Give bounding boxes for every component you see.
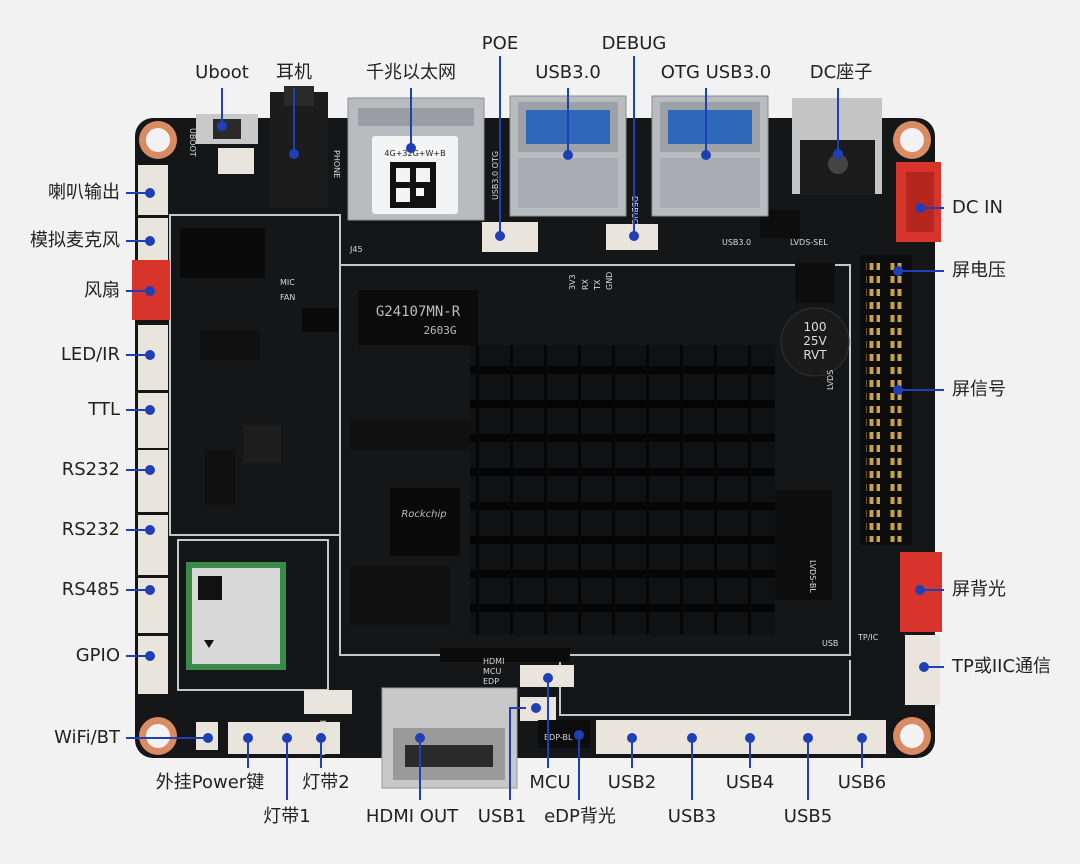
callout-headphone: 耳机 <box>276 62 312 83</box>
silk-lvds-sel: LVDS-SEL <box>790 238 828 247</box>
uboot-button <box>196 114 258 144</box>
callout-usb4: USB4 <box>725 772 775 793</box>
silk-mic: MIC <box>280 278 295 287</box>
ethernet-jack: 4G+32G+W+B <box>347 97 485 221</box>
silk-j45: J45 <box>349 245 363 254</box>
mic-small-connector <box>218 148 254 174</box>
capacitor: 100 25V RVT <box>780 307 850 377</box>
silk-edp-bl: EDP-BL <box>544 733 573 742</box>
silk-gnd: GND <box>605 272 614 290</box>
wifi-bt-module <box>186 562 286 670</box>
callout-rs232-b: RS232 <box>61 519 120 540</box>
silk-hdmi: HDMI <box>483 657 504 666</box>
callout-led-strip-1: 灯带1 <box>263 806 311 827</box>
callout-ext-power-key: 外挂Power键 <box>155 772 265 793</box>
silk-mcu: MCU <box>483 667 501 676</box>
callout-usb2: USB2 <box>607 772 657 793</box>
callout-usb5: USB5 <box>783 806 833 827</box>
silk-tp-ic: TP/IC <box>857 633 879 642</box>
callout-usb3: USB3 <box>667 806 717 827</box>
callout-led-ir: LED/IR <box>60 344 120 365</box>
callout-leaders <box>126 56 944 800</box>
callout-usb30: USB3.0 <box>535 62 601 83</box>
cap-marking-3: RVT <box>803 348 827 362</box>
cap-marking-2: 25V <box>803 334 827 348</box>
silk-rx: RX <box>581 278 590 290</box>
callout-ethernet: 千兆以太网 <box>366 62 456 83</box>
callout-usb1: USB1 <box>477 806 527 827</box>
phy-marking-1: G24107MN-R <box>376 304 461 320</box>
callout-screen-signal: 屏信号 <box>952 379 1006 400</box>
headphone-jack <box>270 86 328 208</box>
silk-edp: EDP <box>483 677 499 686</box>
callout-dc-in: DC IN <box>952 197 1003 218</box>
silk-lvds: LVDS <box>826 370 835 390</box>
silk-usb: USB <box>822 639 838 648</box>
dc-in-connector <box>896 162 941 242</box>
silk-fan: FAN <box>280 293 295 302</box>
phy-chip: G24107MN-R 2603G <box>358 290 478 345</box>
silk-3v3: 3V3 <box>568 274 577 290</box>
callout-fan: 风扇 <box>84 280 120 301</box>
callout-mcu: MCU <box>529 772 571 793</box>
mount-holes <box>139 121 931 755</box>
heatsink <box>470 345 775 635</box>
callout-hdmi-out: HDMI OUT <box>365 806 459 827</box>
silk-uboot: UBOOT <box>188 128 197 157</box>
callout-wifi-bt: WiFi/BT <box>54 727 120 748</box>
silk-usb30: USB3.0 <box>722 238 751 247</box>
cap-marking-1: 100 <box>804 320 827 334</box>
callout-debug: DEBUG <box>601 33 667 54</box>
bottom-connectors <box>196 665 886 754</box>
soc-marking: Rockchip <box>401 509 446 520</box>
hdmi-port <box>381 687 518 789</box>
screen-signal-header <box>860 255 912 545</box>
callout-dc-jack: DC座子 <box>809 62 873 83</box>
silk-phone: PHONE <box>332 150 341 178</box>
callout-rs485: RS485 <box>61 579 120 600</box>
callout-speaker: 喇叭输出 <box>48 182 120 203</box>
module-marking: 4G+32G+W+B <box>384 149 445 158</box>
callout-otg-usb30: OTG USB3.0 <box>660 62 772 83</box>
silk-usb30-otg: USB3.0 OTG <box>491 151 500 200</box>
callout-ttl: TTL <box>88 399 120 420</box>
callout-screen-backlight: 屏背光 <box>952 579 1006 600</box>
callout-tp-iic: TP或IIC通信 <box>952 656 1052 677</box>
callout-screen-voltage: 屏电压 <box>952 260 1006 281</box>
callout-gpio: GPIO <box>75 645 120 666</box>
silk-tx: TX <box>593 279 602 291</box>
callout-rs232-a: RS232 <box>61 459 120 480</box>
callout-uboot: Uboot <box>195 62 249 83</box>
callout-led-strip-2: 灯带2 <box>302 772 350 793</box>
callout-usb6: USB6 <box>837 772 887 793</box>
callout-edp-backlight: eDP背光 <box>544 806 616 827</box>
phy-marking-2: 2603G <box>423 324 456 337</box>
callout-poe: POE <box>481 33 519 54</box>
poe-connector <box>482 222 538 252</box>
callout-mic: 模拟麦克风 <box>30 230 120 251</box>
silk-lvds-bl: LVDS-BL <box>808 560 817 593</box>
